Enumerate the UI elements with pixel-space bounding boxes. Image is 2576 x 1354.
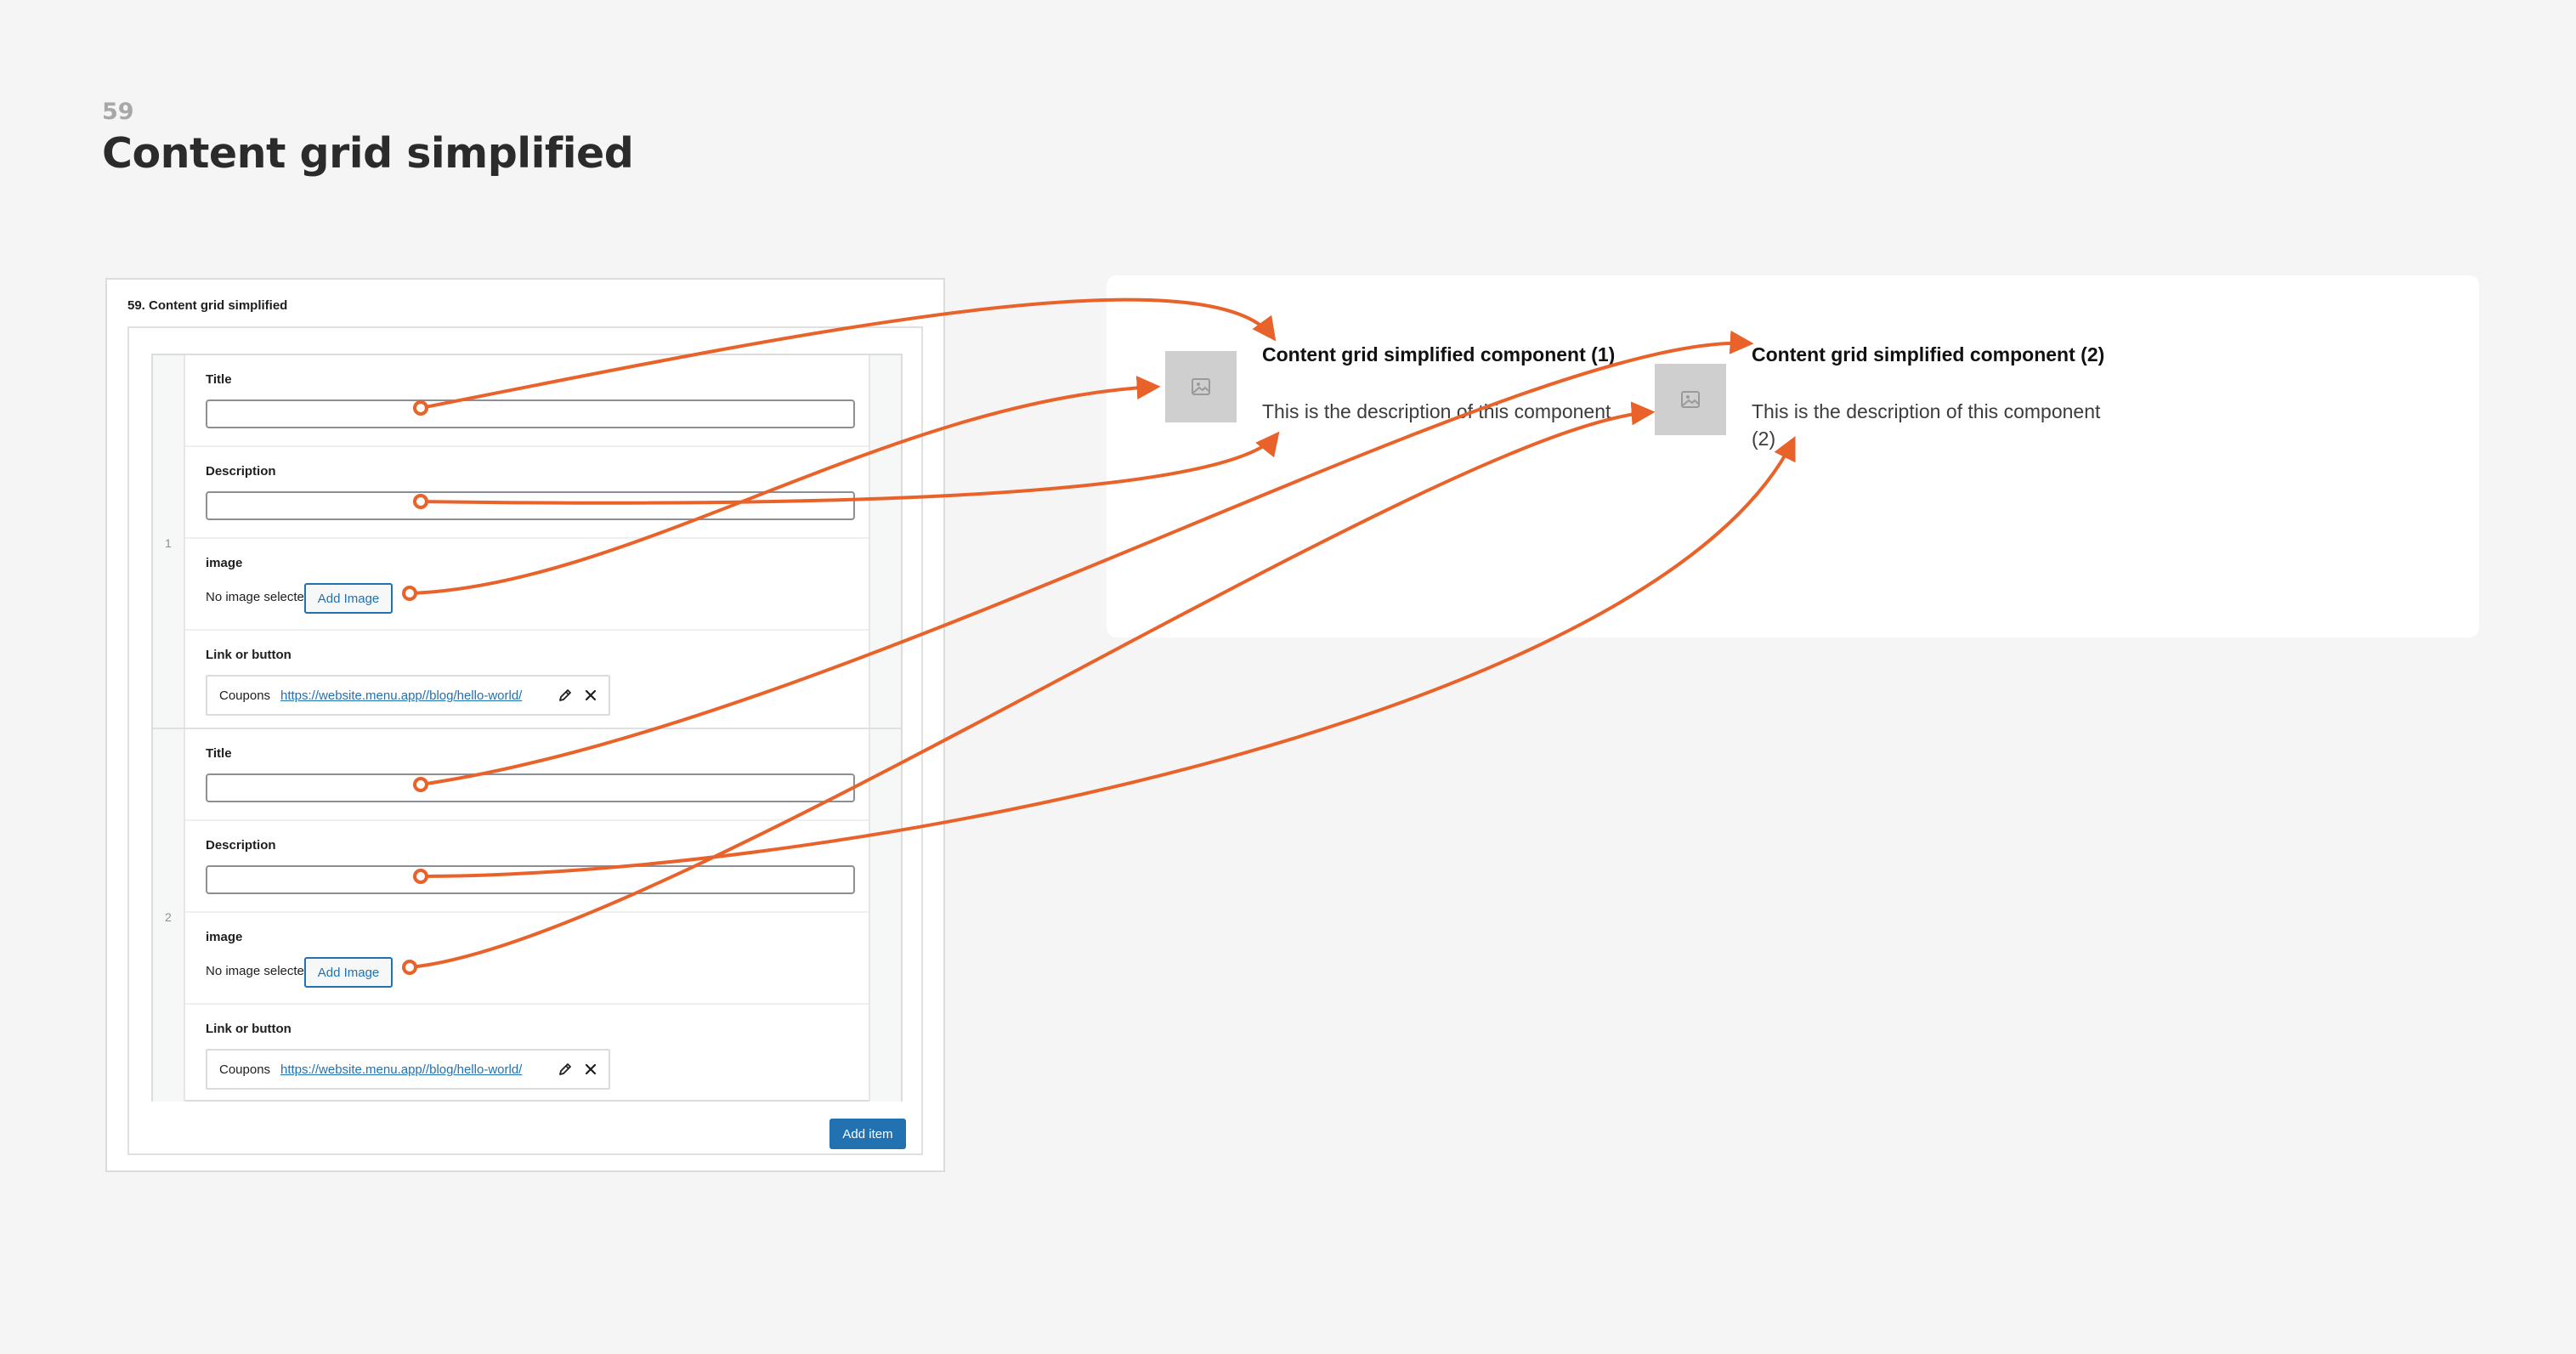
- preview-panel: Content grid simplified component (1) Th…: [1107, 275, 2479, 637]
- card-title: Content grid simplified component (1): [1262, 343, 1616, 365]
- no-image-text: No image selected: [206, 590, 312, 604]
- item-actions: [869, 355, 901, 728]
- slide-title: Content grid simplified: [102, 129, 634, 178]
- editor-fieldset: 1 Title Description image No image selec…: [127, 326, 923, 1155]
- link-label: Link or button: [206, 648, 292, 662]
- title-input[interactable]: [206, 773, 855, 802]
- card-title: Content grid simplified component (2): [1752, 343, 2105, 365]
- close-icon[interactable]: [581, 686, 600, 705]
- link-control: Coupons https://website.menu.app//blog/h…: [206, 1049, 610, 1090]
- link-url[interactable]: https://website.menu.app//blog/hello-wor…: [280, 1062, 523, 1077]
- item-number: 2: [165, 910, 172, 924]
- slide-number: 59: [102, 99, 134, 125]
- pencil-icon[interactable]: [556, 686, 575, 705]
- image-placeholder-icon: [1192, 378, 1210, 395]
- description-label: Description: [206, 464, 276, 479]
- image-field: image No image selected Add Image: [185, 913, 869, 1005]
- description-label: Description: [206, 838, 276, 853]
- description-field: Description: [185, 447, 869, 539]
- title-label: Title: [206, 746, 232, 761]
- link-text: Coupons: [219, 1062, 271, 1077]
- title-input[interactable]: [206, 399, 855, 428]
- title-label: Title: [206, 372, 232, 387]
- close-icon[interactable]: [581, 1060, 600, 1079]
- link-field: Link or button Coupons https://website.m…: [185, 1005, 869, 1096]
- item-drag-handle[interactable]: 1: [153, 355, 185, 728]
- item-actions: [869, 729, 901, 1102]
- editor-title: 59. Content grid simplified: [127, 298, 288, 313]
- editor-panel: 59. Content grid simplified 1 Title Desc…: [105, 278, 945, 1172]
- image-placeholder-icon: [1681, 391, 1700, 408]
- image-label: image: [206, 930, 243, 944]
- item-number: 1: [165, 536, 172, 550]
- card-image: [1165, 351, 1237, 422]
- repeater-item-1: 1 Title Description image No image selec…: [153, 355, 901, 729]
- item-drag-handle[interactable]: 2: [153, 729, 185, 1102]
- add-image-button[interactable]: Add Image: [304, 957, 393, 988]
- card-description: This is the description of this componen…: [1752, 400, 2101, 450]
- image-field: image No image selected Add Image: [185, 539, 869, 631]
- link-text: Coupons: [219, 688, 271, 703]
- repeater: 1 Title Description image No image selec…: [151, 354, 903, 1102]
- card-description: This is the description of this componen…: [1262, 400, 1611, 422]
- repeater-item-2: 2 Title Description image No image selec…: [153, 729, 901, 1102]
- no-image-text: No image selected: [206, 964, 312, 978]
- link-url[interactable]: https://website.menu.app//blog/hello-wor…: [280, 688, 523, 703]
- link-field: Link or button Coupons https://website.m…: [185, 631, 869, 722]
- pencil-icon[interactable]: [556, 1060, 575, 1079]
- add-item-button[interactable]: Add item: [829, 1119, 906, 1149]
- card-image: [1655, 364, 1726, 435]
- link-label: Link or button: [206, 1022, 292, 1036]
- description-input[interactable]: [206, 865, 855, 894]
- title-field: Title: [185, 729, 869, 821]
- description-input[interactable]: [206, 491, 855, 520]
- title-field: Title: [185, 355, 869, 447]
- image-label: image: [206, 556, 243, 570]
- link-control: Coupons https://website.menu.app//blog/h…: [206, 675, 610, 716]
- description-field: Description: [185, 821, 869, 913]
- add-image-button[interactable]: Add Image: [304, 583, 393, 614]
